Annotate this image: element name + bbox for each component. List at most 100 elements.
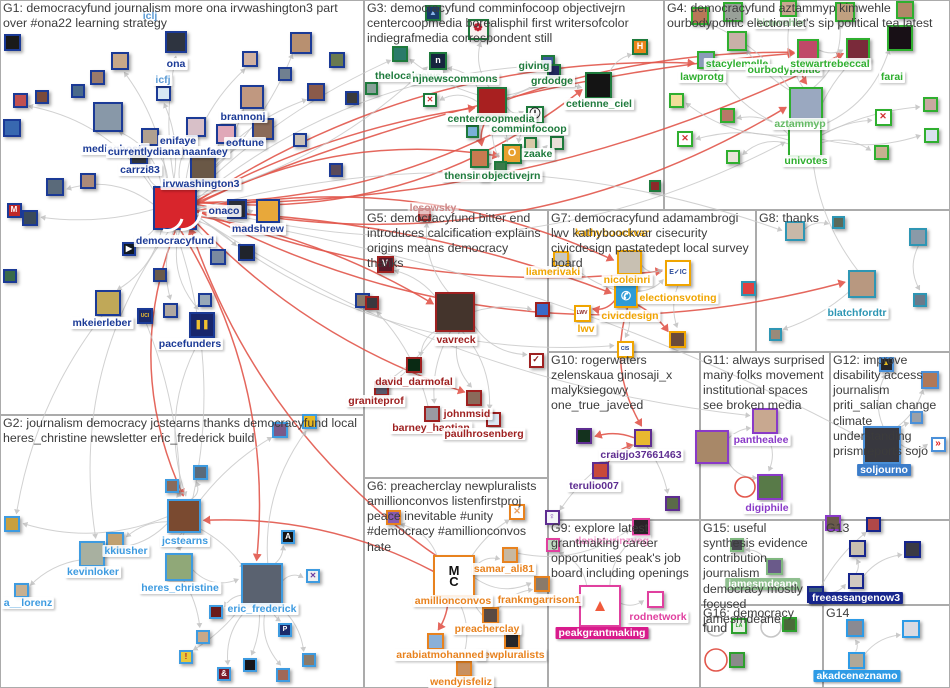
node-g8e[interactable] (768, 327, 782, 341)
node-g2av2[interactable] (276, 668, 290, 682)
node-g12chev[interactable]: » (930, 436, 946, 452)
node-jcstearns[interactable] (167, 499, 201, 533)
node-az[interactable] (789, 87, 823, 121)
node-g3f2[interactable] (649, 180, 661, 192)
node-g2c[interactable] (272, 422, 288, 438)
node-terulio[interactable] (591, 461, 609, 479)
node-g6purp[interactable] (385, 509, 401, 525)
node-zaake_n[interactable]: O (502, 144, 522, 164)
node-amc[interactable]: M C (433, 555, 475, 597)
node-rod[interactable] (646, 590, 664, 608)
node-f7[interactable] (89, 69, 105, 85)
node-samar[interactable] (502, 547, 518, 563)
node-g5globe[interactable] (534, 301, 550, 317)
node-g4t1[interactable] (691, 7, 709, 25)
node-play[interactable]: ▶ (122, 242, 136, 256)
node-g2A[interactable]: A (281, 530, 295, 544)
node-g8a[interactable] (785, 221, 805, 241)
node-nicole[interactable] (616, 249, 642, 275)
node-f17[interactable] (210, 249, 226, 265)
node-g16c[interactable] (729, 652, 745, 668)
node-f25[interactable] (153, 268, 167, 282)
node-icfj_n[interactable] (155, 85, 171, 101)
node-g2av3[interactable] (196, 630, 210, 644)
node-f19[interactable] (162, 302, 178, 318)
node-g3piano[interactable] (550, 136, 564, 150)
node-kevinloker[interactable] (79, 541, 105, 567)
node-frank[interactable] (534, 576, 550, 592)
node-pacefunders[interactable]: ❚❚ (189, 312, 215, 338)
node-panthealee[interactable] (752, 408, 778, 434)
node-g2s8[interactable] (209, 605, 223, 619)
node-enifaye[interactable] (186, 117, 206, 137)
node-g8b[interactable] (909, 228, 927, 246)
node-f3[interactable] (3, 119, 21, 137)
node-preacher[interactable] (481, 606, 499, 624)
node-g4X2[interactable]: ✕ (677, 131, 693, 147)
node-g4t2[interactable] (723, 2, 743, 22)
node-cetienne[interactable] (584, 71, 612, 99)
node-evic[interactable]: E✓IC (665, 260, 691, 286)
node-g8d[interactable] (831, 215, 845, 229)
node-f22[interactable] (293, 133, 307, 147)
node-g2a[interactable] (192, 464, 208, 480)
node-g3X[interactable]: ✕ (423, 93, 437, 107)
node-ak14[interactable] (847, 651, 865, 669)
node-f12[interactable] (307, 83, 325, 101)
node-a__lorenz[interactable] (13, 582, 29, 598)
node-cd[interactable]: ✆ (614, 284, 638, 308)
node-david[interactable] (406, 357, 422, 373)
node-g4pin[interactable] (923, 127, 939, 143)
node-vavreck[interactable] (435, 292, 475, 332)
node-g12av[interactable] (921, 371, 939, 389)
node-g10b[interactable] (664, 495, 680, 511)
node-f1[interactable] (3, 33, 21, 51)
node-g3rose[interactable]: ❁ (467, 18, 489, 40)
node-f15[interactable] (80, 173, 96, 189)
node-arabiat[interactable] (426, 632, 444, 650)
node-mediaghosts[interactable] (93, 102, 123, 132)
node-peak[interactable]: ▲ (579, 585, 621, 627)
node-stacylemelle_n[interactable] (727, 31, 747, 51)
node-g7av[interactable] (668, 330, 686, 348)
node-g8sun[interactable] (740, 280, 756, 296)
node-soljourno[interactable] (863, 426, 901, 464)
node-g2amp[interactable]: & (217, 667, 231, 681)
node-g5f2[interactable] (365, 296, 379, 310)
node-df[interactable] (153, 186, 197, 230)
node-f9[interactable] (278, 67, 292, 81)
node-johnmsid[interactable] (466, 390, 482, 406)
node-newplu[interactable] (504, 633, 520, 649)
node-g3H[interactable]: H (632, 39, 648, 55)
node-mkeierleber[interactable] (95, 290, 121, 316)
node-digiphile[interactable] (757, 474, 783, 500)
node-g10dark[interactable] (576, 428, 592, 444)
node-kim_n[interactable] (779, 0, 797, 17)
node-g11big[interactable] (695, 430, 729, 464)
node-heres_christine[interactable] (165, 553, 193, 581)
node-g13b[interactable] (903, 540, 921, 558)
node-g3tri[interactable]: ▲ (425, 5, 441, 21)
node-f10[interactable] (290, 32, 312, 54)
node-f2[interactable] (12, 92, 28, 108)
node-g4av2[interactable] (922, 96, 938, 112)
node-g16a[interactable]: LA (731, 618, 747, 634)
node-f11[interactable] (329, 52, 345, 68)
node-f23[interactable] (329, 163, 343, 177)
node-g12pin[interactable]: ▲ (878, 356, 894, 372)
node-g3f1[interactable] (364, 81, 378, 95)
node-f14[interactable] (46, 178, 64, 196)
node-g6X[interactable]: ✕ (509, 504, 525, 520)
node-g12f[interactable] (909, 410, 923, 424)
node-g13c[interactable] (848, 573, 864, 589)
node-g14a[interactable] (846, 619, 864, 637)
node-barney[interactable] (424, 406, 440, 422)
node-f18[interactable] (237, 243, 255, 261)
node-g1M[interactable]: M (6, 202, 22, 218)
node-f8[interactable] (242, 51, 258, 67)
node-f24[interactable] (198, 293, 212, 307)
node-f5[interactable] (71, 84, 85, 98)
node-g2b[interactable] (165, 479, 179, 493)
node-uci[interactable]: UCI (137, 308, 153, 324)
node-g13a[interactable] (848, 539, 866, 557)
